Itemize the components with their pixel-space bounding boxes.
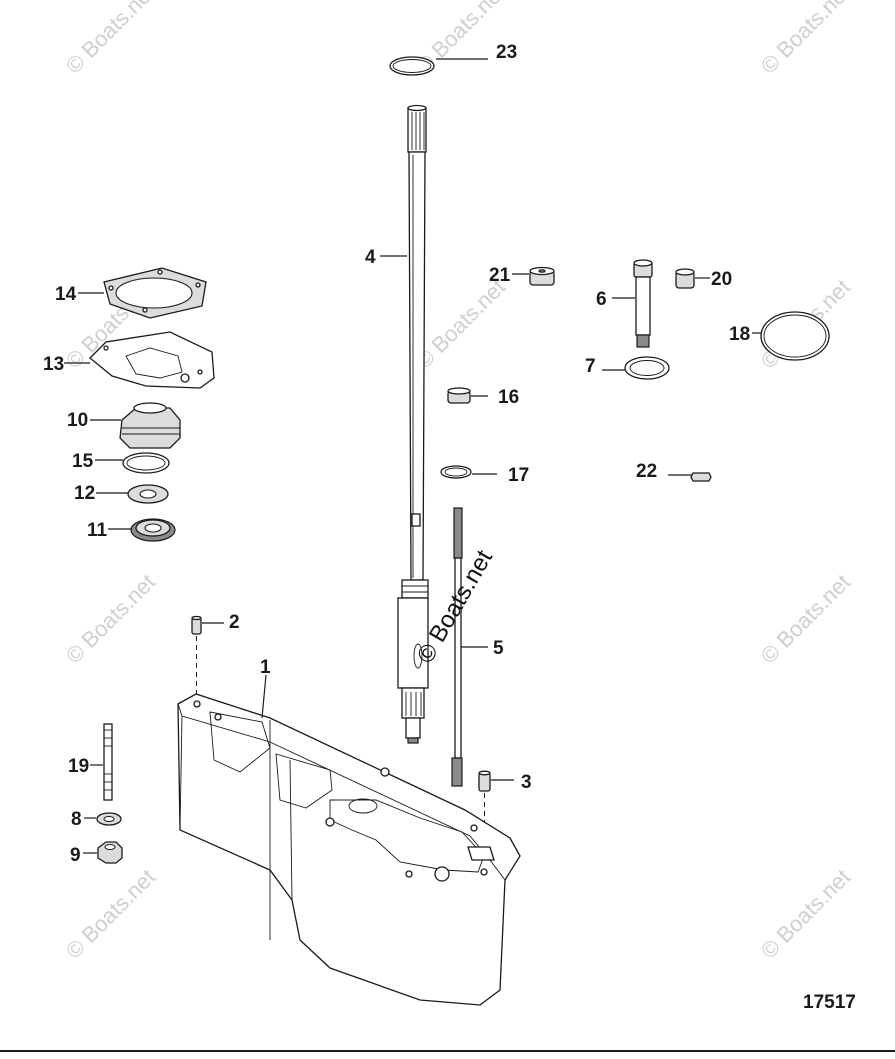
callout-14: 14	[55, 284, 77, 305]
part-19-stud	[90, 723, 113, 801]
part-16-bushing	[447, 387, 488, 404]
part-6-pin	[612, 259, 653, 348]
part-1-driveshaft-housing	[177, 674, 521, 1006]
callout-15: 15	[72, 451, 94, 472]
watermark: © Boats.net	[61, 0, 160, 79]
callout-18: 18	[729, 324, 750, 345]
part-17-washer	[440, 465, 497, 479]
part-11-seal	[108, 518, 176, 542]
callout-22: 22	[636, 461, 657, 482]
callout-5: 5	[493, 638, 504, 659]
watermark: © Boats.net	[411, 274, 510, 373]
part-7-seal	[602, 356, 670, 380]
part-15-o-ring	[95, 452, 170, 474]
callout-23: 23	[496, 42, 517, 63]
callout-19: 19	[68, 756, 89, 777]
part-21-bushing	[512, 266, 555, 286]
part-5-shift-shaft	[451, 507, 488, 787]
callout-7: 7	[585, 356, 596, 377]
part-22-nut	[668, 472, 712, 482]
part-9-nut	[83, 841, 123, 864]
callout-21: 21	[489, 265, 511, 286]
part-4-driveshaft	[380, 104, 429, 744]
callout-16: 16	[498, 387, 519, 408]
callout-8: 8	[71, 809, 82, 830]
watermark: © Boats.net	[756, 0, 855, 79]
part-2-dowel	[191, 615, 224, 696]
watermark: © Boats.net	[61, 864, 160, 963]
callout-9: 9	[70, 845, 81, 866]
figure-number: 17517	[803, 992, 856, 1013]
callout-13: 13	[43, 354, 64, 375]
part-12-washer	[96, 484, 169, 504]
callout-12: 12	[74, 483, 95, 504]
part-8-washer	[84, 812, 122, 826]
callout-11: 11	[87, 520, 108, 541]
callout-2: 2	[229, 612, 240, 633]
watermark: © Boats.net	[756, 569, 855, 668]
callout-3: 3	[521, 772, 532, 793]
callout-labels: 1 2 3 4 5 6 7 8 9 10 11 12 13 14 15 16 1…	[43, 42, 750, 866]
part-14-gasket	[78, 267, 207, 319]
part-13-plate	[64, 331, 215, 389]
part-18-o-ring	[752, 311, 830, 361]
part-10-housing	[90, 402, 181, 449]
part-23-o-ring	[389, 56, 488, 76]
callout-20: 20	[711, 269, 732, 290]
watermark: © Boats.net	[756, 864, 855, 963]
part-20-sleeve	[675, 268, 710, 289]
watermark: © Boats.net	[61, 569, 160, 668]
part-3-dowel	[478, 770, 514, 848]
callout-17: 17	[508, 465, 529, 486]
callout-4: 4	[365, 247, 376, 268]
callout-10: 10	[67, 410, 88, 431]
callout-6: 6	[596, 289, 607, 310]
callout-1: 1	[260, 657, 271, 678]
